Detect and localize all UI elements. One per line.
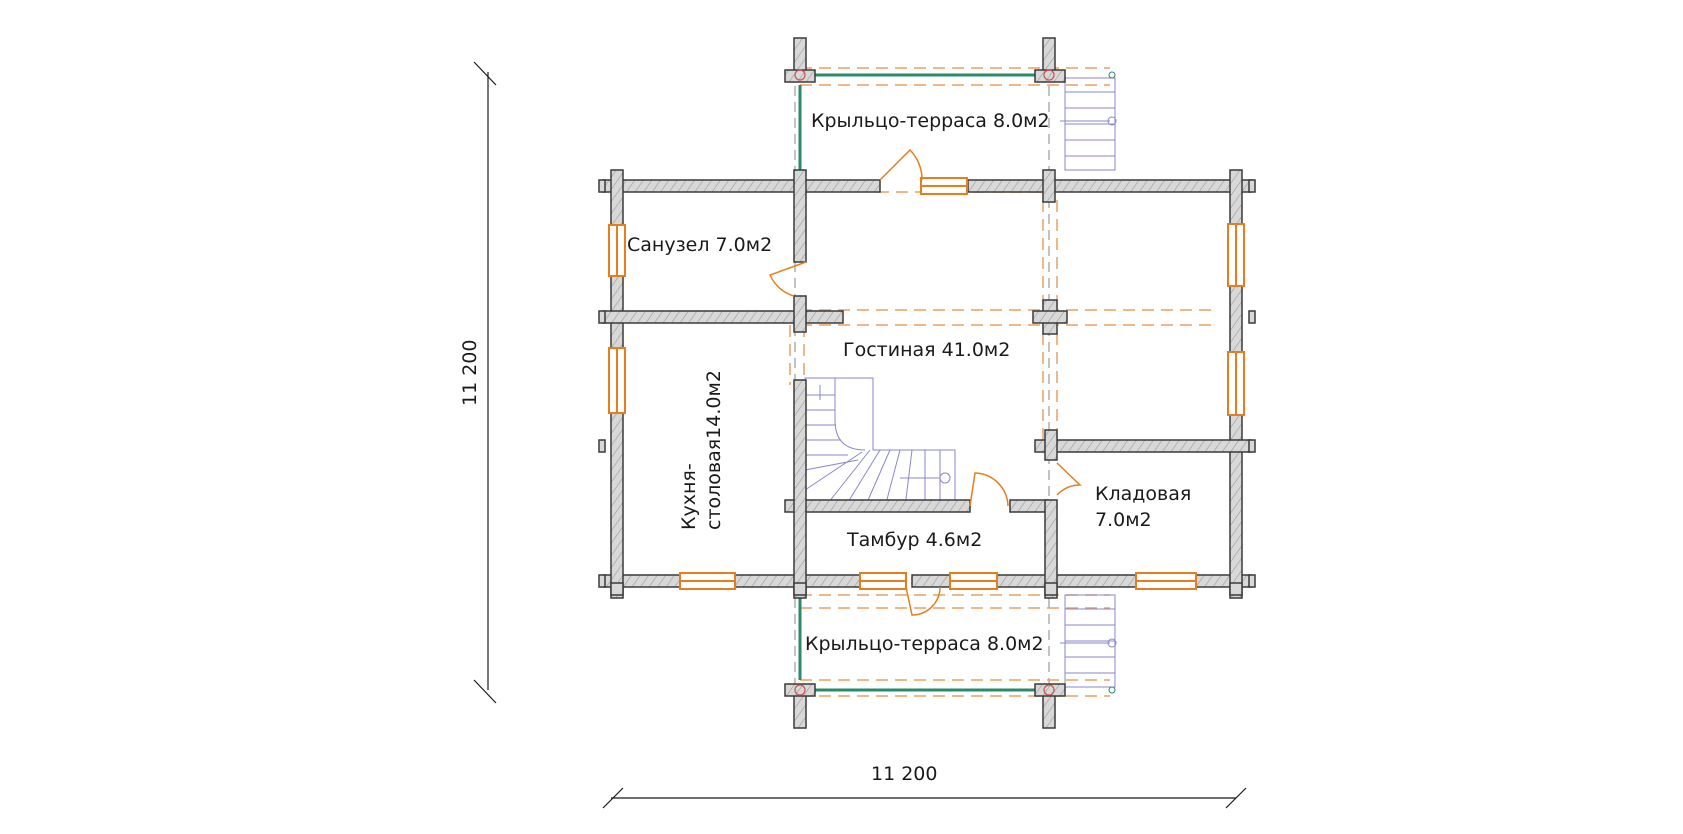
windows [608,177,1245,590]
room-label-storage-2: 7.0м2 [1095,509,1152,531]
porch-post-markers [794,69,1055,696]
dimension-width: 11 200 [871,763,937,785]
room-label-porch-bottom: Крыльцо-терраса 8.0м2 [805,633,1044,655]
room-label-storage-1: Кладовая [1095,483,1191,505]
room-label-living: Гостиная 41.0м2 [843,339,1010,361]
axis-lines [794,38,1050,728]
room-label-kitchen-2: столовая14.0м2 [703,370,725,530]
room-label-bathroom: Санузел 7.0м2 [627,234,772,256]
dimension-height: 11 200 [459,340,481,406]
porch-railings [798,73,1037,692]
doors [768,148,1082,616]
room-label-kitchen-1: Кухня- [678,463,700,530]
interior-staircase [804,377,956,508]
porch-stairs [1060,71,1117,694]
beam-lines [789,67,1215,697]
room-label-porch-top: Крыльцо-терраса 8.0м2 [811,110,1050,132]
room-label-vestibule: Тамбур 4.6м2 [846,529,982,551]
log-walls [602,37,1252,729]
log-corner-ends [598,179,1256,596]
dimension-lines [473,61,1247,809]
